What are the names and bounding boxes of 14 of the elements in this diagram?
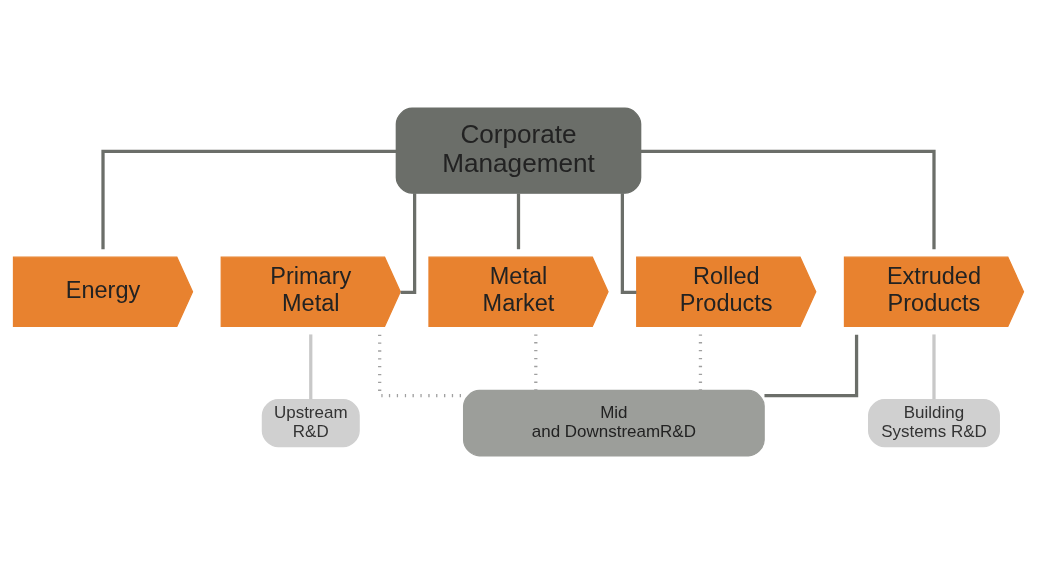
node-box: Corporate Management <box>395 107 642 194</box>
connector <box>640 149 936 249</box>
node-box: Building Systems R&D <box>868 398 1000 447</box>
connector <box>516 192 521 249</box>
node-box: Upstream R&D <box>261 398 360 447</box>
connector <box>309 333 313 399</box>
node-box: Mid and DownstreamR&D <box>462 389 765 456</box>
connector <box>932 333 936 399</box>
connector <box>378 334 464 397</box>
connector <box>101 149 397 249</box>
connector <box>620 192 637 294</box>
connector <box>764 334 859 397</box>
connector <box>400 192 417 294</box>
connector <box>698 333 703 390</box>
